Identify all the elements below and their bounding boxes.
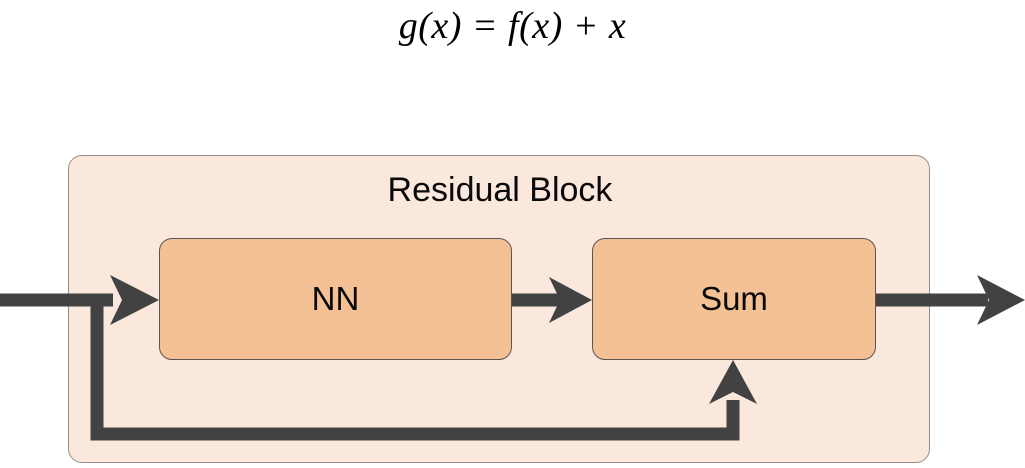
output-arrowhead-icon xyxy=(977,275,1025,325)
node-sum-label: Sum xyxy=(700,280,768,317)
node-nn: NN xyxy=(159,238,512,360)
residual-block-title: Residual Block xyxy=(387,171,613,209)
node-sum: Sum xyxy=(592,238,876,360)
node-nn-label: NN xyxy=(311,280,360,317)
equation-label: g(x) = f(x) + x xyxy=(398,5,627,47)
